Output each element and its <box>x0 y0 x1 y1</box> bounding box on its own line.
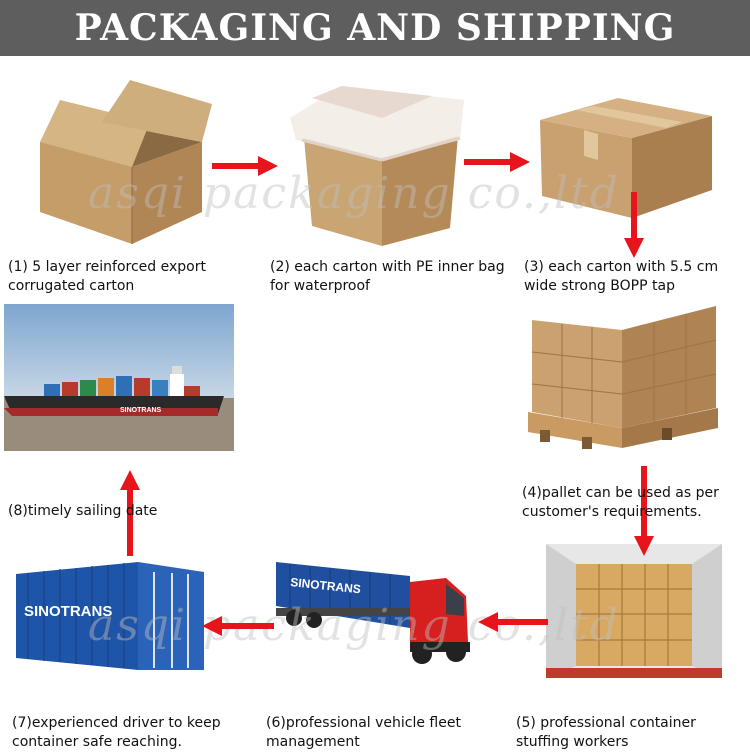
step-8-caption: (8)timely sailing date <box>8 503 158 519</box>
taped-carton-image <box>532 78 722 228</box>
arrow-4-to-5 <box>634 466 654 556</box>
page-title: PACKAGING AND SHIPPING <box>74 7 676 49</box>
watermark-top: asqi packaging co.,ltd <box>88 168 620 219</box>
step-4-caption: (4)pallet can be used as per customer's … <box>522 485 719 520</box>
title-banner: PACKAGING AND SHIPPING <box>0 0 750 56</box>
watermark-bottom: asqi packaging co.,ltd <box>88 600 620 651</box>
shipping-container-image: SINOTRANS <box>14 558 206 678</box>
step-6-caption: (6)professional vehicle fleet management <box>266 715 461 750</box>
container-loading-image <box>546 544 722 678</box>
open-carton-image <box>22 72 212 250</box>
step-7-caption: (7)experienced driver to keep container … <box>12 715 221 750</box>
arrow-7-to-8 <box>120 470 140 556</box>
container-truck-image: SINOTRANS <box>270 556 484 680</box>
arrow-2-to-3 <box>464 152 530 172</box>
arrow-6-to-7 <box>202 616 274 636</box>
cargo-ship-image: SINOTRANS <box>4 304 234 451</box>
arrow-3-to-4 <box>624 192 644 258</box>
arrow-1-to-2 <box>212 156 278 176</box>
arrow-5-to-6 <box>478 612 548 632</box>
palletized-cartons-image <box>522 300 722 472</box>
step-2-caption: (2) each carton with PE inner bag for wa… <box>270 259 505 294</box>
step-5-caption: (5) professional container stuffing work… <box>516 715 696 750</box>
step-1-caption: (1) 5 layer reinforced export corrugated… <box>8 259 206 294</box>
container-sinotrans-label: SINOTRANS <box>24 603 112 620</box>
step-3-caption: (3) each carton with 5.5 cm wide strong … <box>524 259 719 294</box>
ship-sinotrans-label: SINOTRANS <box>120 407 162 414</box>
carton-with-pe-bag-image <box>282 78 472 250</box>
